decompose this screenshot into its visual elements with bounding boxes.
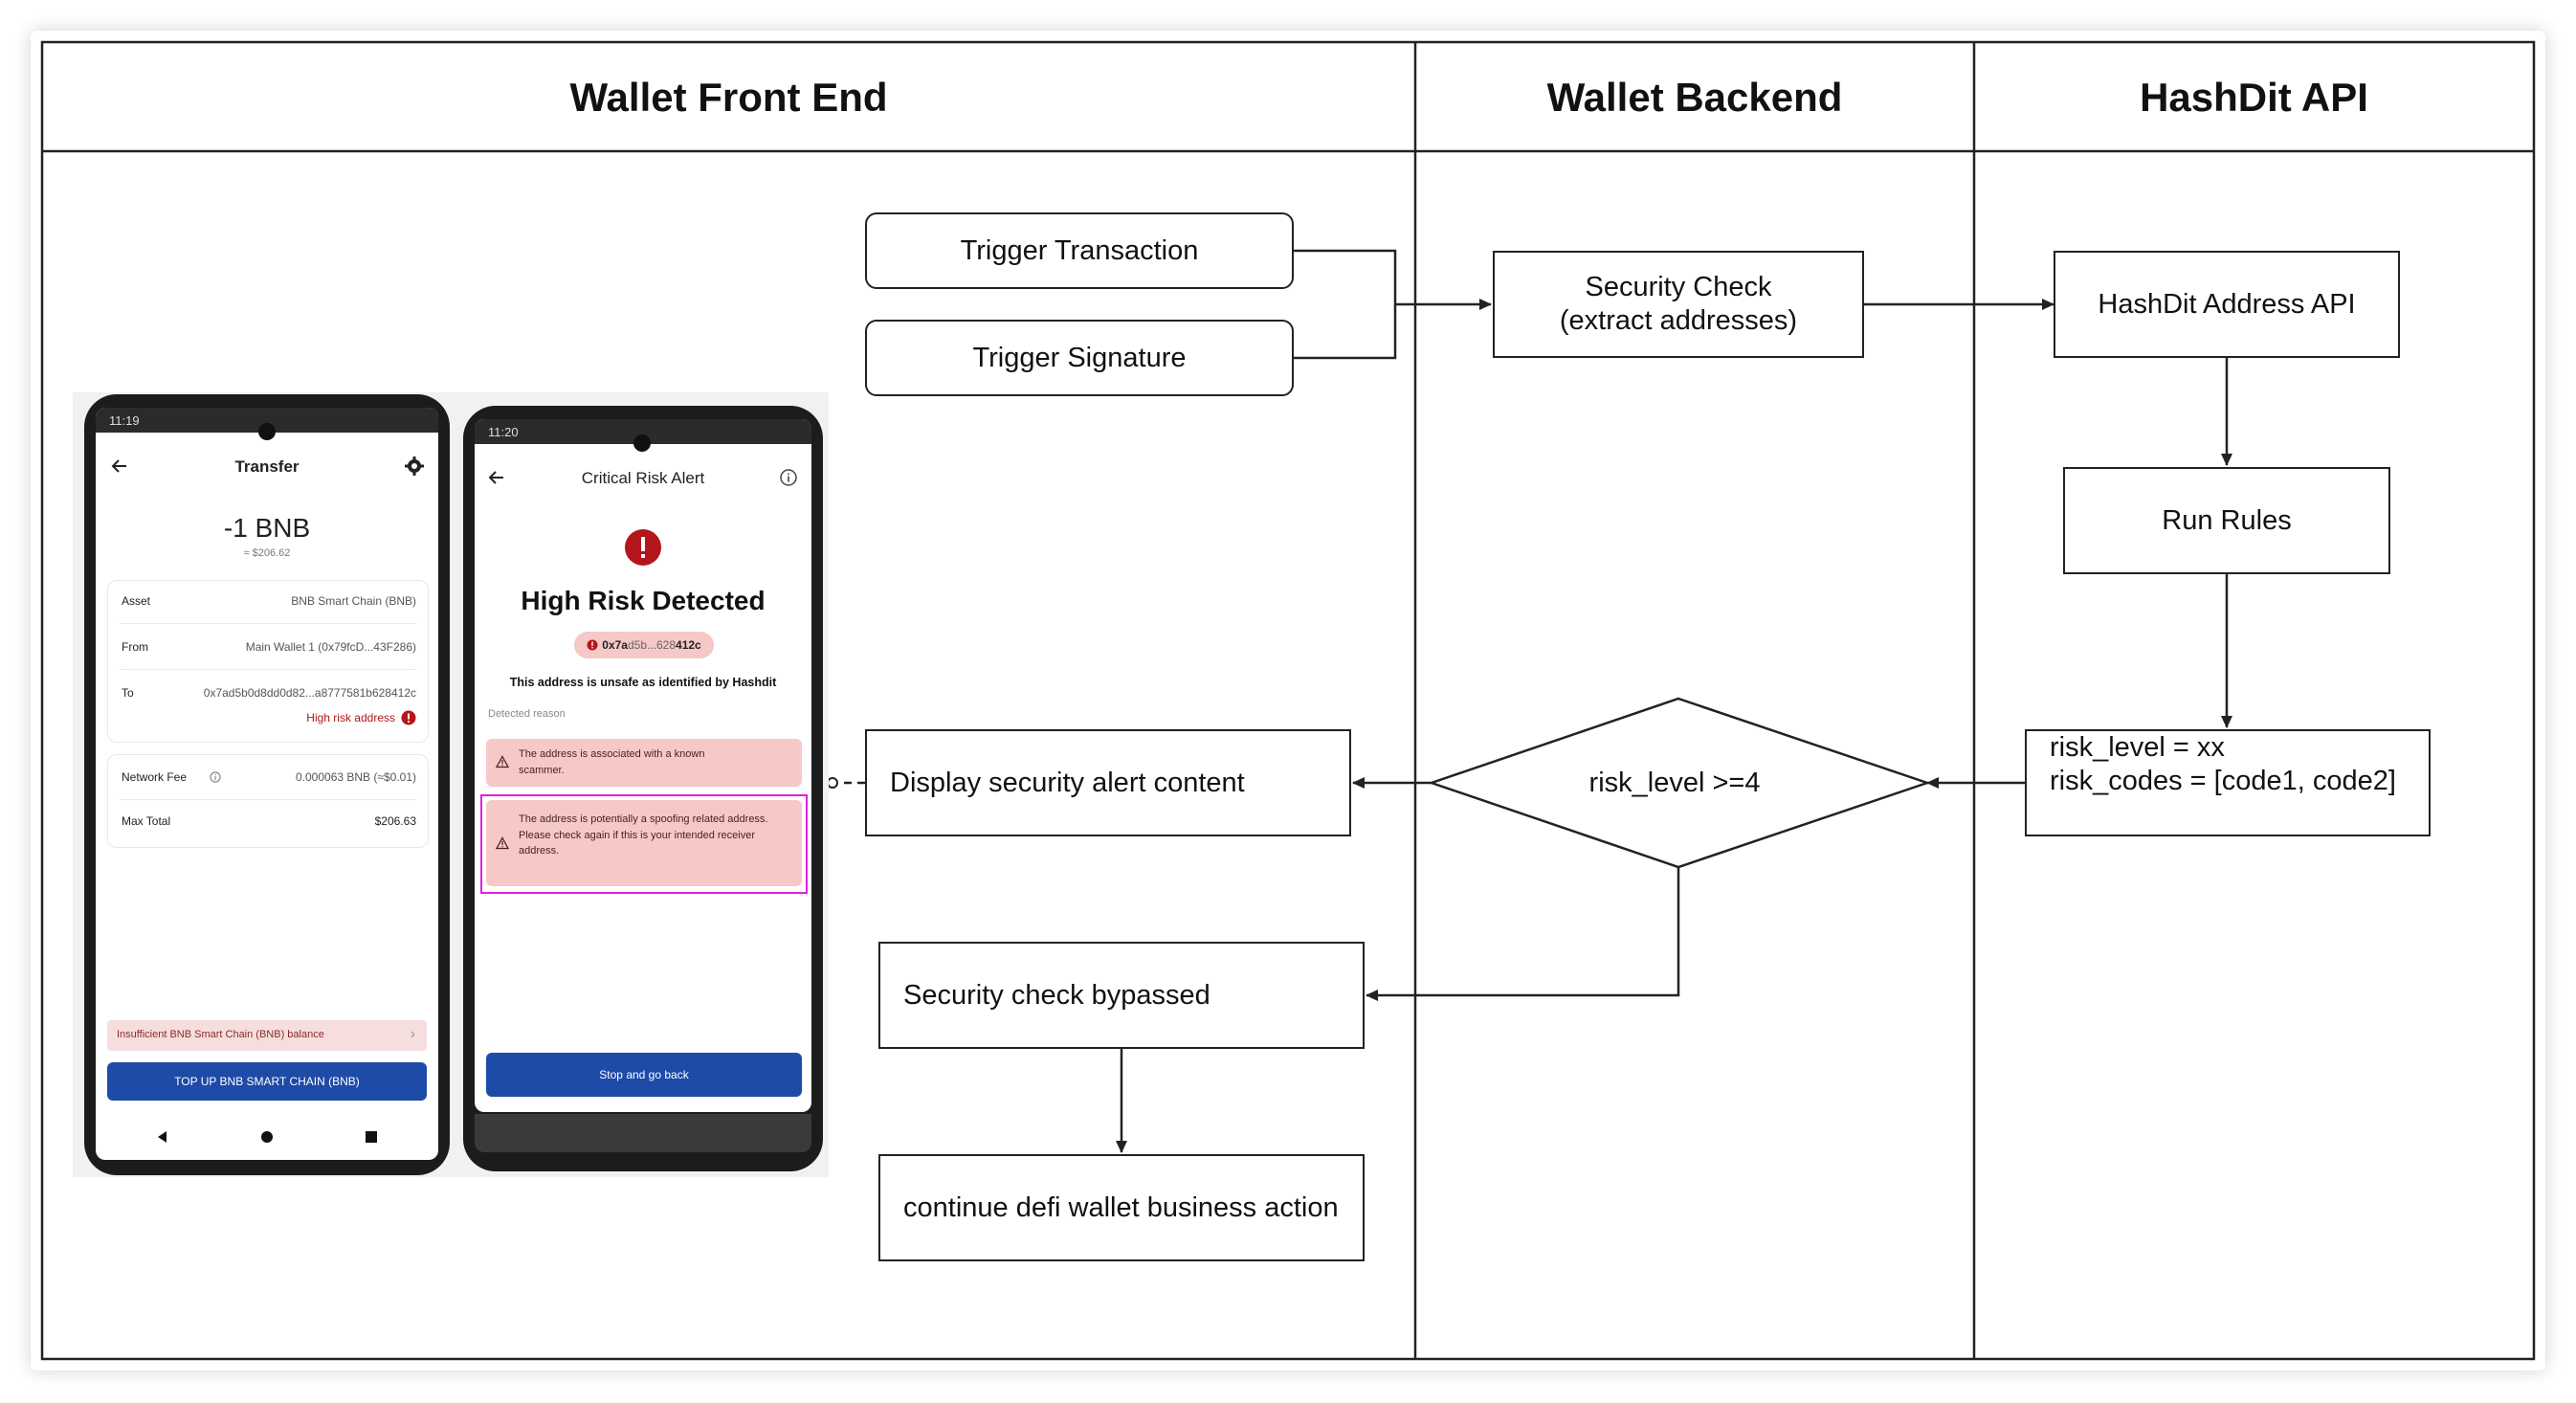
nav-home-icon[interactable] (259, 1129, 275, 1145)
node-display-alert: Display security alert content (865, 729, 1351, 836)
detected-reason-label: Detected reason (488, 708, 566, 720)
camera-hole (258, 423, 276, 440)
insufficient-balance-banner[interactable]: Insufficient BNB Smart Chain (BNB) balan… (107, 1020, 427, 1051)
reason-2-text: The address is potentially a spoofing re… (519, 813, 768, 857)
status-time: 11:19 (109, 412, 140, 428)
high-risk-tag: High risk address (306, 711, 395, 724)
nav-back-icon[interactable] (155, 1129, 170, 1145)
total-label: Max Total (122, 814, 171, 828)
warning-triangle-icon (496, 836, 509, 850)
address-chip-middle: d5b...628 (627, 638, 677, 652)
back-arrow-icon[interactable] (109, 456, 130, 477)
row-divider (120, 623, 416, 624)
headline: High Risk Detected (521, 586, 766, 615)
fee-card: Network Fee 0.000063 BNB (≈$0.01) Max To… (107, 754, 429, 848)
to-value: 0x7ad5b0d8dd0d82...a8777581b628412c (203, 686, 416, 700)
to-label: To (122, 686, 134, 700)
decision-label: risk_level >=4 (1588, 767, 1761, 798)
insufficient-text: Insufficient BNB Smart Chain (BNB) balan… (117, 1029, 324, 1040)
amount-usd: ≈ $206.62 (243, 547, 291, 559)
row-divider (120, 799, 416, 800)
alert-icon (401, 710, 416, 725)
asset-label: Asset (122, 594, 151, 608)
nav-bar (475, 1114, 811, 1152)
node-trigger-transaction: Trigger Transaction (865, 212, 1294, 289)
from-value: Main Wallet 1 (0x79fcD...43F286) (245, 640, 416, 654)
phone-risk-alert: 11:20 Critical Risk Alert High Risk Dete… (463, 406, 823, 1171)
info-icon (210, 771, 221, 783)
screen-title: Critical Risk Alert (581, 469, 705, 487)
shield-alert-icon (587, 639, 598, 651)
status-time: 11:20 (488, 424, 519, 439)
edge-signature-to-merge (1294, 304, 1397, 360)
node-hashdit-address-api: HashDit Address API (2054, 251, 2400, 358)
phone-transfer-screen: 11:19 Transfer -1 BNB ≈ $206.62 Asset BN… (96, 408, 438, 1160)
node-continue-business-action: continue defi wallet business action (878, 1154, 1365, 1261)
gear-icon[interactable] (404, 456, 425, 477)
reason-box-1: The address is associated with a known s… (486, 739, 802, 787)
edge-transaction-to-merge (1294, 249, 1397, 304)
node-security-check: Security Check (extract addresses) (1493, 251, 1864, 358)
lane-title-backend: Wallet Backend (1546, 75, 1843, 120)
warning-triangle-icon (496, 755, 509, 768)
alert-icon (625, 529, 661, 566)
status-bar: 11:19 (96, 408, 438, 433)
lane-title-frontend: Wallet Front End (569, 75, 888, 120)
highlight-frame (480, 794, 808, 894)
node-run-rules: Run Rules (2063, 467, 2390, 574)
node-security-check-bypassed: Security check bypassed (878, 942, 1365, 1049)
amount: -1 BNB (223, 513, 311, 543)
chevron-right-icon: › (410, 1026, 415, 1042)
address-chip-suffix: 412c (676, 638, 701, 652)
camera-hole (633, 434, 651, 452)
screen-title: Transfer (234, 457, 300, 476)
phone-transfer: 11:19 Transfer -1 BNB ≈ $206.62 Asset BN… (84, 394, 450, 1175)
address-chip-prefix: 0x7a (602, 638, 628, 652)
security-check-line2: (extract addresses) (1559, 305, 1798, 336)
unsafe-text: This address is unsafe as identified by … (509, 676, 777, 689)
risk-level-line: risk_level = xx (2050, 732, 2225, 763)
node-trigger-signature: Trigger Signature (865, 320, 1294, 396)
decision-diamond (1428, 697, 1931, 869)
nav-recents-icon[interactable] (364, 1129, 379, 1145)
fee-label: Network Fee (122, 770, 188, 784)
edge-decision-to-bypassed (1366, 867, 1680, 1001)
fee-value: 0.000063 BNB (≈$0.01) (296, 770, 416, 784)
reason-1-text: The address is associated with a known s… (519, 748, 705, 776)
risk-codes-line: risk_codes = [code1, code2] (2050, 765, 2396, 796)
lane-title-api: HashDit API (2140, 75, 2368, 120)
stop-and-go-back-button[interactable]: Stop and go back (486, 1053, 802, 1097)
back-arrow-icon[interactable] (486, 467, 507, 488)
node-risk-result: risk_level = xx risk_codes = [code1, cod… (2025, 729, 2431, 836)
phone-risk-alert-screen: 11:20 Critical Risk Alert High Risk Dete… (475, 419, 811, 1112)
reason-box-2: The address is potentially a spoofing re… (486, 800, 802, 886)
top-up-button[interactable]: TOP UP BNB SMART CHAIN (BNB) (107, 1062, 427, 1101)
from-label: From (122, 640, 148, 654)
security-check-line1: Security Check (1585, 272, 1772, 303)
edge-display-to-phone-endpoint (827, 777, 838, 789)
swimlane-frame (40, 40, 2536, 1361)
asset-value: BNB Smart Chain (BNB) (291, 594, 416, 608)
info-icon[interactable] (779, 468, 798, 487)
row-divider (120, 669, 416, 670)
transfer-details-card: Asset BNB Smart Chain (BNB) From Main Wa… (107, 580, 429, 743)
total-value: $206.63 (374, 814, 416, 828)
